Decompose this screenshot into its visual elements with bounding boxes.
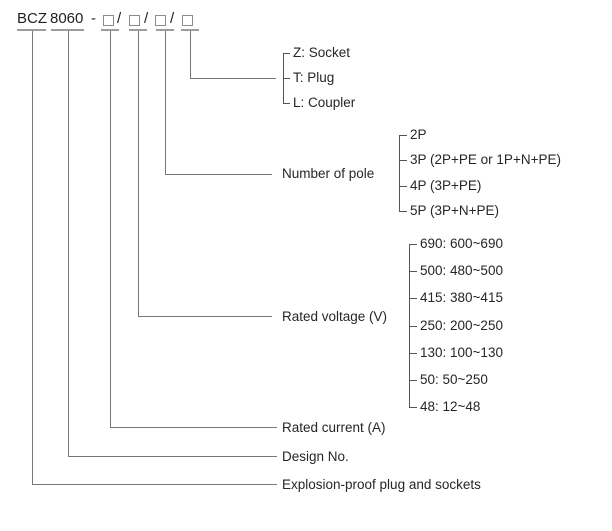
voltage-option-250: 250: 200~250 (420, 318, 503, 333)
model-series: BCZ (17, 10, 47, 27)
voltage-option-415: 415: 380~415 (420, 290, 503, 305)
connector-family-stem (32, 31, 33, 484)
bracket-tick (409, 271, 417, 272)
bracket-tick (283, 103, 290, 104)
placeholder-box-type (182, 15, 193, 26)
label-product-family: Explosion-proof plug and sockets (282, 477, 481, 492)
label-rated-voltage: Rated voltage (V) (282, 309, 388, 324)
type-option-coupler: L: Coupler (293, 95, 356, 110)
pole-option-2p: 2P (410, 127, 427, 142)
connector-voltage-run (138, 316, 272, 317)
connector-poles-run (165, 174, 272, 175)
voltage-option-690: 690: 600~690 (420, 236, 503, 251)
type-option-plug: T: Plug (293, 70, 335, 85)
connector-design-run (68, 456, 277, 457)
voltage-option-500: 500: 480~500 (420, 263, 503, 278)
bracket-tick (399, 211, 407, 212)
bracket-tick (409, 326, 417, 327)
connector-family-run (32, 484, 277, 485)
label-number-of-pole: Number of pole (282, 166, 375, 181)
bracket-tick (283, 53, 290, 54)
connector-type-stem (190, 31, 191, 78)
type-option-socket: Z: Socket (293, 45, 351, 60)
underline-series (17, 29, 46, 31)
pole-option-4p: 4P (3P+PE) (410, 178, 482, 193)
underline-box-current (101, 29, 119, 31)
connector-design-stem (68, 31, 69, 456)
model-separator: - (91, 10, 96, 27)
bracket-tick (283, 78, 290, 79)
connector-current-stem (110, 31, 111, 427)
connector-type-run (190, 78, 276, 79)
bracket-tick (409, 353, 417, 354)
voltage-option-50: 50: 50~250 (420, 372, 488, 387)
placeholder-box-poles (155, 15, 166, 26)
bracket-tick (399, 135, 407, 136)
model-design-code: 8060 (50, 10, 84, 27)
voltage-option-48: 48: 12~48 (420, 399, 481, 414)
bracket-tick (409, 407, 417, 408)
connector-poles-stem (165, 31, 166, 174)
connector-current-run (110, 427, 277, 428)
underline-design-code (51, 29, 84, 31)
poles-bracket-spine (399, 135, 400, 212)
bracket-tick (399, 160, 407, 161)
bracket-tick (409, 244, 417, 245)
voltage-option-130: 130: 100~130 (420, 345, 503, 360)
underline-box-type (181, 29, 199, 31)
pole-option-3p: 3P (2P+PE or 1P+N+PE) (410, 152, 561, 167)
divider-slash-3: / (170, 10, 175, 27)
pole-option-5p: 5P (3P+N+PE) (410, 203, 500, 218)
divider-slash-2: / (144, 10, 149, 27)
bracket-tick (399, 186, 407, 187)
connector-voltage-stem (138, 31, 139, 316)
underline-box-poles (156, 29, 174, 31)
underline-box-voltage (129, 29, 147, 31)
bracket-tick (409, 380, 417, 381)
placeholder-box-current (103, 15, 114, 26)
divider-slash-1: / (117, 10, 122, 27)
placeholder-box-voltage (129, 15, 140, 26)
label-design-no: Design No. (282, 449, 349, 464)
bracket-tick (409, 298, 417, 299)
label-rated-current: Rated current (A) (282, 420, 386, 435)
